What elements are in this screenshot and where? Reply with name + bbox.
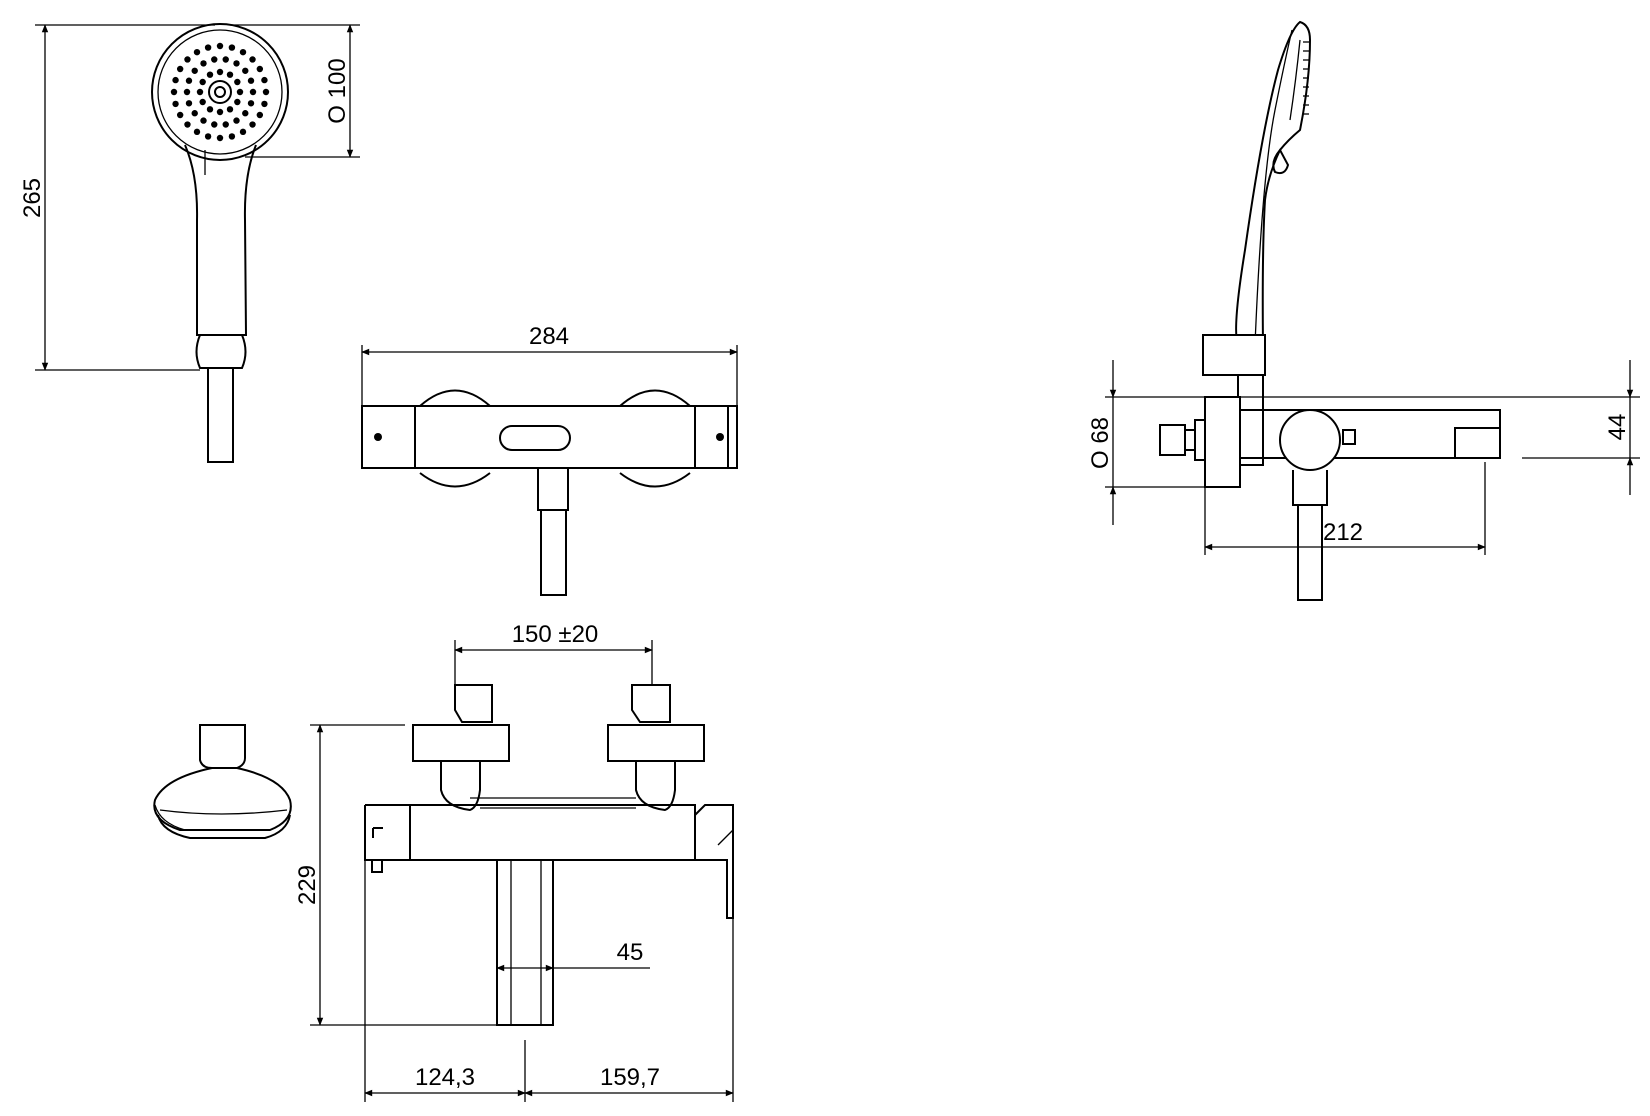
nozzle-dot [176, 111, 184, 119]
nozzle-dot [256, 111, 264, 119]
nozzle-dot [184, 56, 191, 63]
nozzle-dot [249, 56, 256, 63]
dim-159-label: 159,7 [600, 1064, 660, 1091]
nozzle-dot [226, 106, 234, 113]
dim-spout: 45 [496, 939, 650, 972]
dim-shower-length: 265 [19, 24, 215, 371]
nozzle-dot [193, 48, 201, 56]
dim-handle-diameter: O 68 [1087, 360, 1640, 525]
dim-side-height: 44 [1522, 360, 1640, 495]
dim-44-label: 44 [1604, 414, 1631, 441]
nozzle-dot [228, 133, 236, 140]
nozzle-dot [222, 56, 229, 63]
nozzle-dot [206, 106, 214, 113]
nozzle-dot [211, 121, 218, 128]
nozzle-dot [199, 78, 206, 86]
nozzle-dot [234, 78, 241, 86]
nozzle-dot [222, 121, 229, 128]
nozzle-dot [172, 100, 179, 108]
mixer-top-view [361, 389, 738, 596]
dim-centers: 150 ±20 [454, 621, 653, 685]
nozzle-dot [170, 88, 178, 96]
dim-mixer-width: 284 [361, 323, 738, 406]
nozzle-pattern [170, 42, 270, 142]
nozzle-dot [211, 56, 218, 63]
nozzle-dot [191, 67, 198, 74]
hand-shower-front-view [151, 23, 289, 463]
dim-100-label: O 100 [324, 58, 351, 123]
nozzle-dot [200, 60, 207, 67]
nozzle-dot [247, 77, 255, 84]
nozzle-dot [261, 100, 268, 108]
nozzle-dot [236, 88, 244, 96]
nozzle-dot [247, 100, 255, 107]
nozzle-dot [249, 121, 256, 128]
dim-284-label: 284 [529, 323, 569, 350]
nozzle-dot [196, 88, 204, 96]
nozzle-dot [199, 98, 206, 106]
nozzle-dot [216, 68, 224, 76]
mixer-side-view [1159, 20, 1501, 601]
nozzle-dot [172, 76, 179, 84]
dim-265-label: 265 [19, 178, 46, 218]
wall-holder-view [153, 724, 292, 839]
nozzle-dot [193, 128, 201, 136]
dim-height: 229 [294, 724, 497, 1026]
nozzle-dot [262, 88, 270, 96]
nozzle-dot [233, 60, 240, 67]
nozzle-dot [216, 134, 224, 142]
nozzle-dot [184, 121, 191, 128]
nozzle-dot [185, 77, 193, 84]
dim-124-label: 124,3 [415, 1064, 475, 1091]
nozzle-dot [216, 42, 224, 50]
nozzle-dot [183, 88, 191, 96]
nozzle-dot [249, 88, 257, 96]
dim-212-label: 212 [1323, 519, 1363, 546]
dim-head-diameter: O 100 [230, 24, 360, 158]
nozzle-dot [176, 65, 184, 73]
nozzle-dot [226, 71, 234, 78]
nozzle-dot [185, 100, 193, 107]
nozzle-dot [204, 44, 212, 51]
nozzle-dot [228, 44, 236, 51]
dim-68-label: O 68 [1087, 417, 1114, 469]
dim-offsets: 124,3 159,7 [364, 860, 734, 1102]
dim-45-label: 45 [617, 939, 644, 966]
nozzle-dot [191, 110, 198, 117]
dim-229-label: 229 [294, 865, 321, 905]
side-nozzles [1303, 41, 1309, 115]
nozzle-dot [239, 48, 247, 56]
nozzle-dot [200, 117, 207, 124]
mixer-front-view [364, 684, 734, 1026]
nozzle-dot [242, 110, 249, 117]
nozzle-dot [242, 67, 249, 74]
nozzle-dot [234, 98, 241, 106]
nozzle-dot [206, 71, 214, 78]
dim-projection: 212 [1204, 462, 1486, 555]
nozzle-dot [204, 133, 212, 140]
nozzle-dot [216, 108, 224, 116]
nozzle-dot [261, 76, 268, 84]
nozzle-dot [239, 128, 247, 136]
nozzle-dot [256, 65, 264, 73]
nozzle-dot [233, 117, 240, 124]
dim-150-label: 150 ±20 [512, 621, 599, 648]
